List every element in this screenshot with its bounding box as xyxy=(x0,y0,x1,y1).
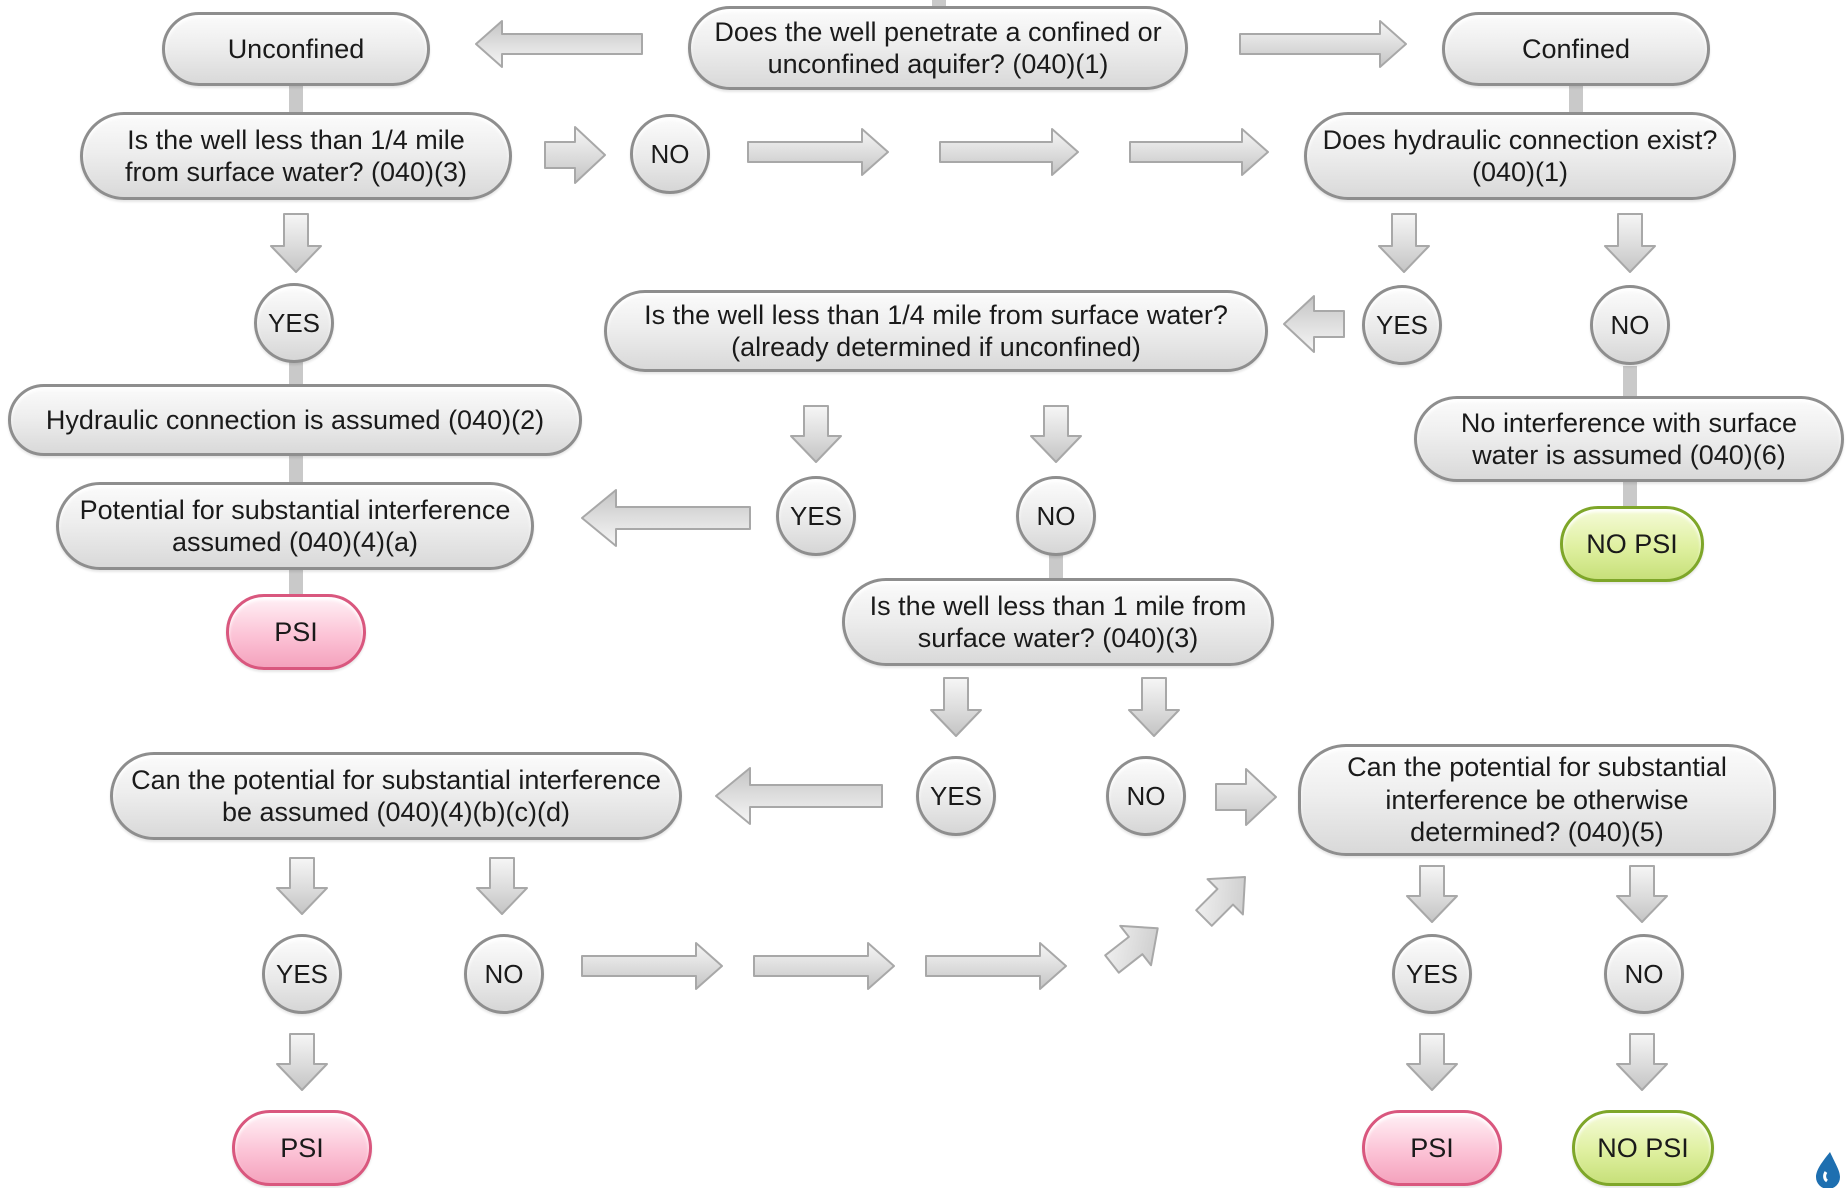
no-psi-label: NO PSI xyxy=(1586,528,1678,559)
connector-stem xyxy=(1623,366,1637,398)
quarter-mile-confined-question-text: Is the well less than 1/4 mile from surf… xyxy=(644,299,1228,362)
flow-arrow xyxy=(1378,213,1430,273)
hydraulic-connection-question-text: Does hydraulic connection exist? (040)(1… xyxy=(1322,124,1718,187)
psi-outcome: PSI xyxy=(1362,1110,1502,1186)
flow-arrow xyxy=(715,767,883,825)
potential-assumed-a-box: Potential for substantial interference a… xyxy=(56,482,534,570)
flow-arrow xyxy=(1406,1033,1458,1091)
no-answer-label: NO xyxy=(1036,500,1076,531)
otherwise-determined-question-text: Can the potential for substantial interf… xyxy=(1347,752,1727,848)
no-answer-label: NO xyxy=(650,138,690,169)
flow-arrow xyxy=(276,1033,328,1091)
hydraulic-assumed-text: Hydraulic connection is assumed (040)(2) xyxy=(45,404,545,435)
yes-answer-label: YES xyxy=(929,780,983,811)
yes-answer-circle: YES xyxy=(262,934,342,1014)
flow-arrow xyxy=(270,213,322,273)
flow-arrow xyxy=(476,857,528,915)
no-psi-outcome: NO PSI xyxy=(1560,506,1704,582)
no-answer-circle: NO xyxy=(1590,285,1670,365)
no-answer-circle: NO xyxy=(464,934,544,1014)
connector-stem xyxy=(1569,84,1583,114)
yes-answer-circle: YES xyxy=(776,476,856,556)
connector-stem xyxy=(289,362,303,384)
one-mile-question-text: Is the well less than 1 mile from surfac… xyxy=(869,590,1247,653)
yes-answer-circle: YES xyxy=(1362,285,1442,365)
flow-arrow xyxy=(1406,865,1458,923)
flow-arrow xyxy=(1030,405,1082,463)
no-interference-box: No interference with surface water is as… xyxy=(1414,396,1844,482)
connector-stem xyxy=(1623,478,1637,508)
psi-label: PSI xyxy=(274,616,318,647)
yes-answer-label: YES xyxy=(267,307,321,338)
yes-answer-circle: YES xyxy=(916,756,996,836)
potential-assumed-a-text: Potential for substantial interference a… xyxy=(79,494,511,557)
flow-arrow xyxy=(753,942,895,990)
yes-answer-circle: YES xyxy=(254,283,334,363)
psi-label: PSI xyxy=(280,1132,324,1163)
flow-arrow xyxy=(930,677,982,737)
no-answer-label: NO xyxy=(1610,309,1650,340)
flow-arrow xyxy=(1616,865,1668,923)
aquifer-question-text: Does the well penetrate a confined or un… xyxy=(714,16,1162,79)
hydraulic-connection-question-box: Does hydraulic connection exist? (040)(1… xyxy=(1304,112,1736,200)
one-mile-question-box: Is the well less than 1 mile from surfac… xyxy=(842,578,1274,666)
flow-arrow xyxy=(544,126,606,184)
flow-arrow xyxy=(581,942,723,990)
flow-arrow xyxy=(475,20,643,68)
no-psi-outcome: NO PSI xyxy=(1572,1110,1714,1186)
connector-stem xyxy=(932,0,946,8)
no-answer-circle: NO xyxy=(1016,476,1096,556)
water-drop-logo-icon xyxy=(1816,1152,1840,1188)
flow-arrow xyxy=(1129,128,1269,176)
quarter-mile-confined-question-box: Is the well less than 1/4 mile from surf… xyxy=(604,290,1268,372)
aquifer-question-box: Does the well penetrate a confined or un… xyxy=(688,6,1188,90)
quarter-mile-unconfined-question-box: Is the well less than 1/4 mile from surf… xyxy=(80,112,512,200)
potential-bcd-question-box: Can the potential for substantial interf… xyxy=(110,752,682,840)
no-answer-label: NO xyxy=(484,958,524,989)
no-answer-label: NO xyxy=(1624,958,1664,989)
flow-arrow xyxy=(1104,924,1159,974)
flow-arrow xyxy=(1616,1033,1668,1091)
hydraulic-assumed-box: Hydraulic connection is assumed (040)(2) xyxy=(8,384,582,456)
yes-answer-label: YES xyxy=(275,958,329,989)
flow-arrow xyxy=(790,405,842,463)
psi-outcome: PSI xyxy=(232,1110,372,1186)
potential-bcd-question-text: Can the potential for substantial interf… xyxy=(131,764,661,827)
flow-arrow xyxy=(939,128,1079,176)
flow-arrow xyxy=(1128,677,1180,737)
no-answer-label: NO xyxy=(1126,780,1166,811)
confined-label: Confined xyxy=(1521,33,1631,64)
flow-arrow xyxy=(1604,213,1656,273)
yes-answer-label: YES xyxy=(789,500,843,531)
connector-stem xyxy=(289,452,303,482)
psi-label: PSI xyxy=(1410,1132,1454,1163)
unconfined-box: Unconfined xyxy=(162,12,430,86)
no-interference-text: No interference with surface water is as… xyxy=(1460,407,1798,470)
psi-outcome: PSI xyxy=(226,594,366,670)
flow-arrow xyxy=(1195,875,1247,927)
flow-arrow xyxy=(1239,20,1407,68)
flow-arrow xyxy=(581,489,751,547)
yes-answer-label: YES xyxy=(1375,309,1429,340)
yes-answer-circle: YES xyxy=(1392,934,1472,1014)
unconfined-label: Unconfined xyxy=(227,33,365,64)
connector-stem xyxy=(289,84,303,114)
flow-arrow xyxy=(747,128,889,176)
no-answer-circle: NO xyxy=(630,114,710,194)
no-answer-circle: NO xyxy=(1604,934,1684,1014)
connector-stem xyxy=(1049,555,1063,579)
quarter-mile-unconfined-question-text: Is the well less than 1/4 mile from surf… xyxy=(124,124,468,187)
flow-arrow xyxy=(925,942,1067,990)
no-psi-label: NO PSI xyxy=(1597,1132,1689,1163)
confined-box: Confined xyxy=(1442,12,1710,86)
yes-answer-label: YES xyxy=(1405,958,1459,989)
flow-arrow xyxy=(1215,768,1277,826)
no-answer-circle: NO xyxy=(1106,756,1186,836)
flow-arrow xyxy=(1283,295,1345,353)
otherwise-determined-question-box: Can the potential for substantial interf… xyxy=(1298,744,1776,856)
flow-arrow xyxy=(276,857,328,915)
